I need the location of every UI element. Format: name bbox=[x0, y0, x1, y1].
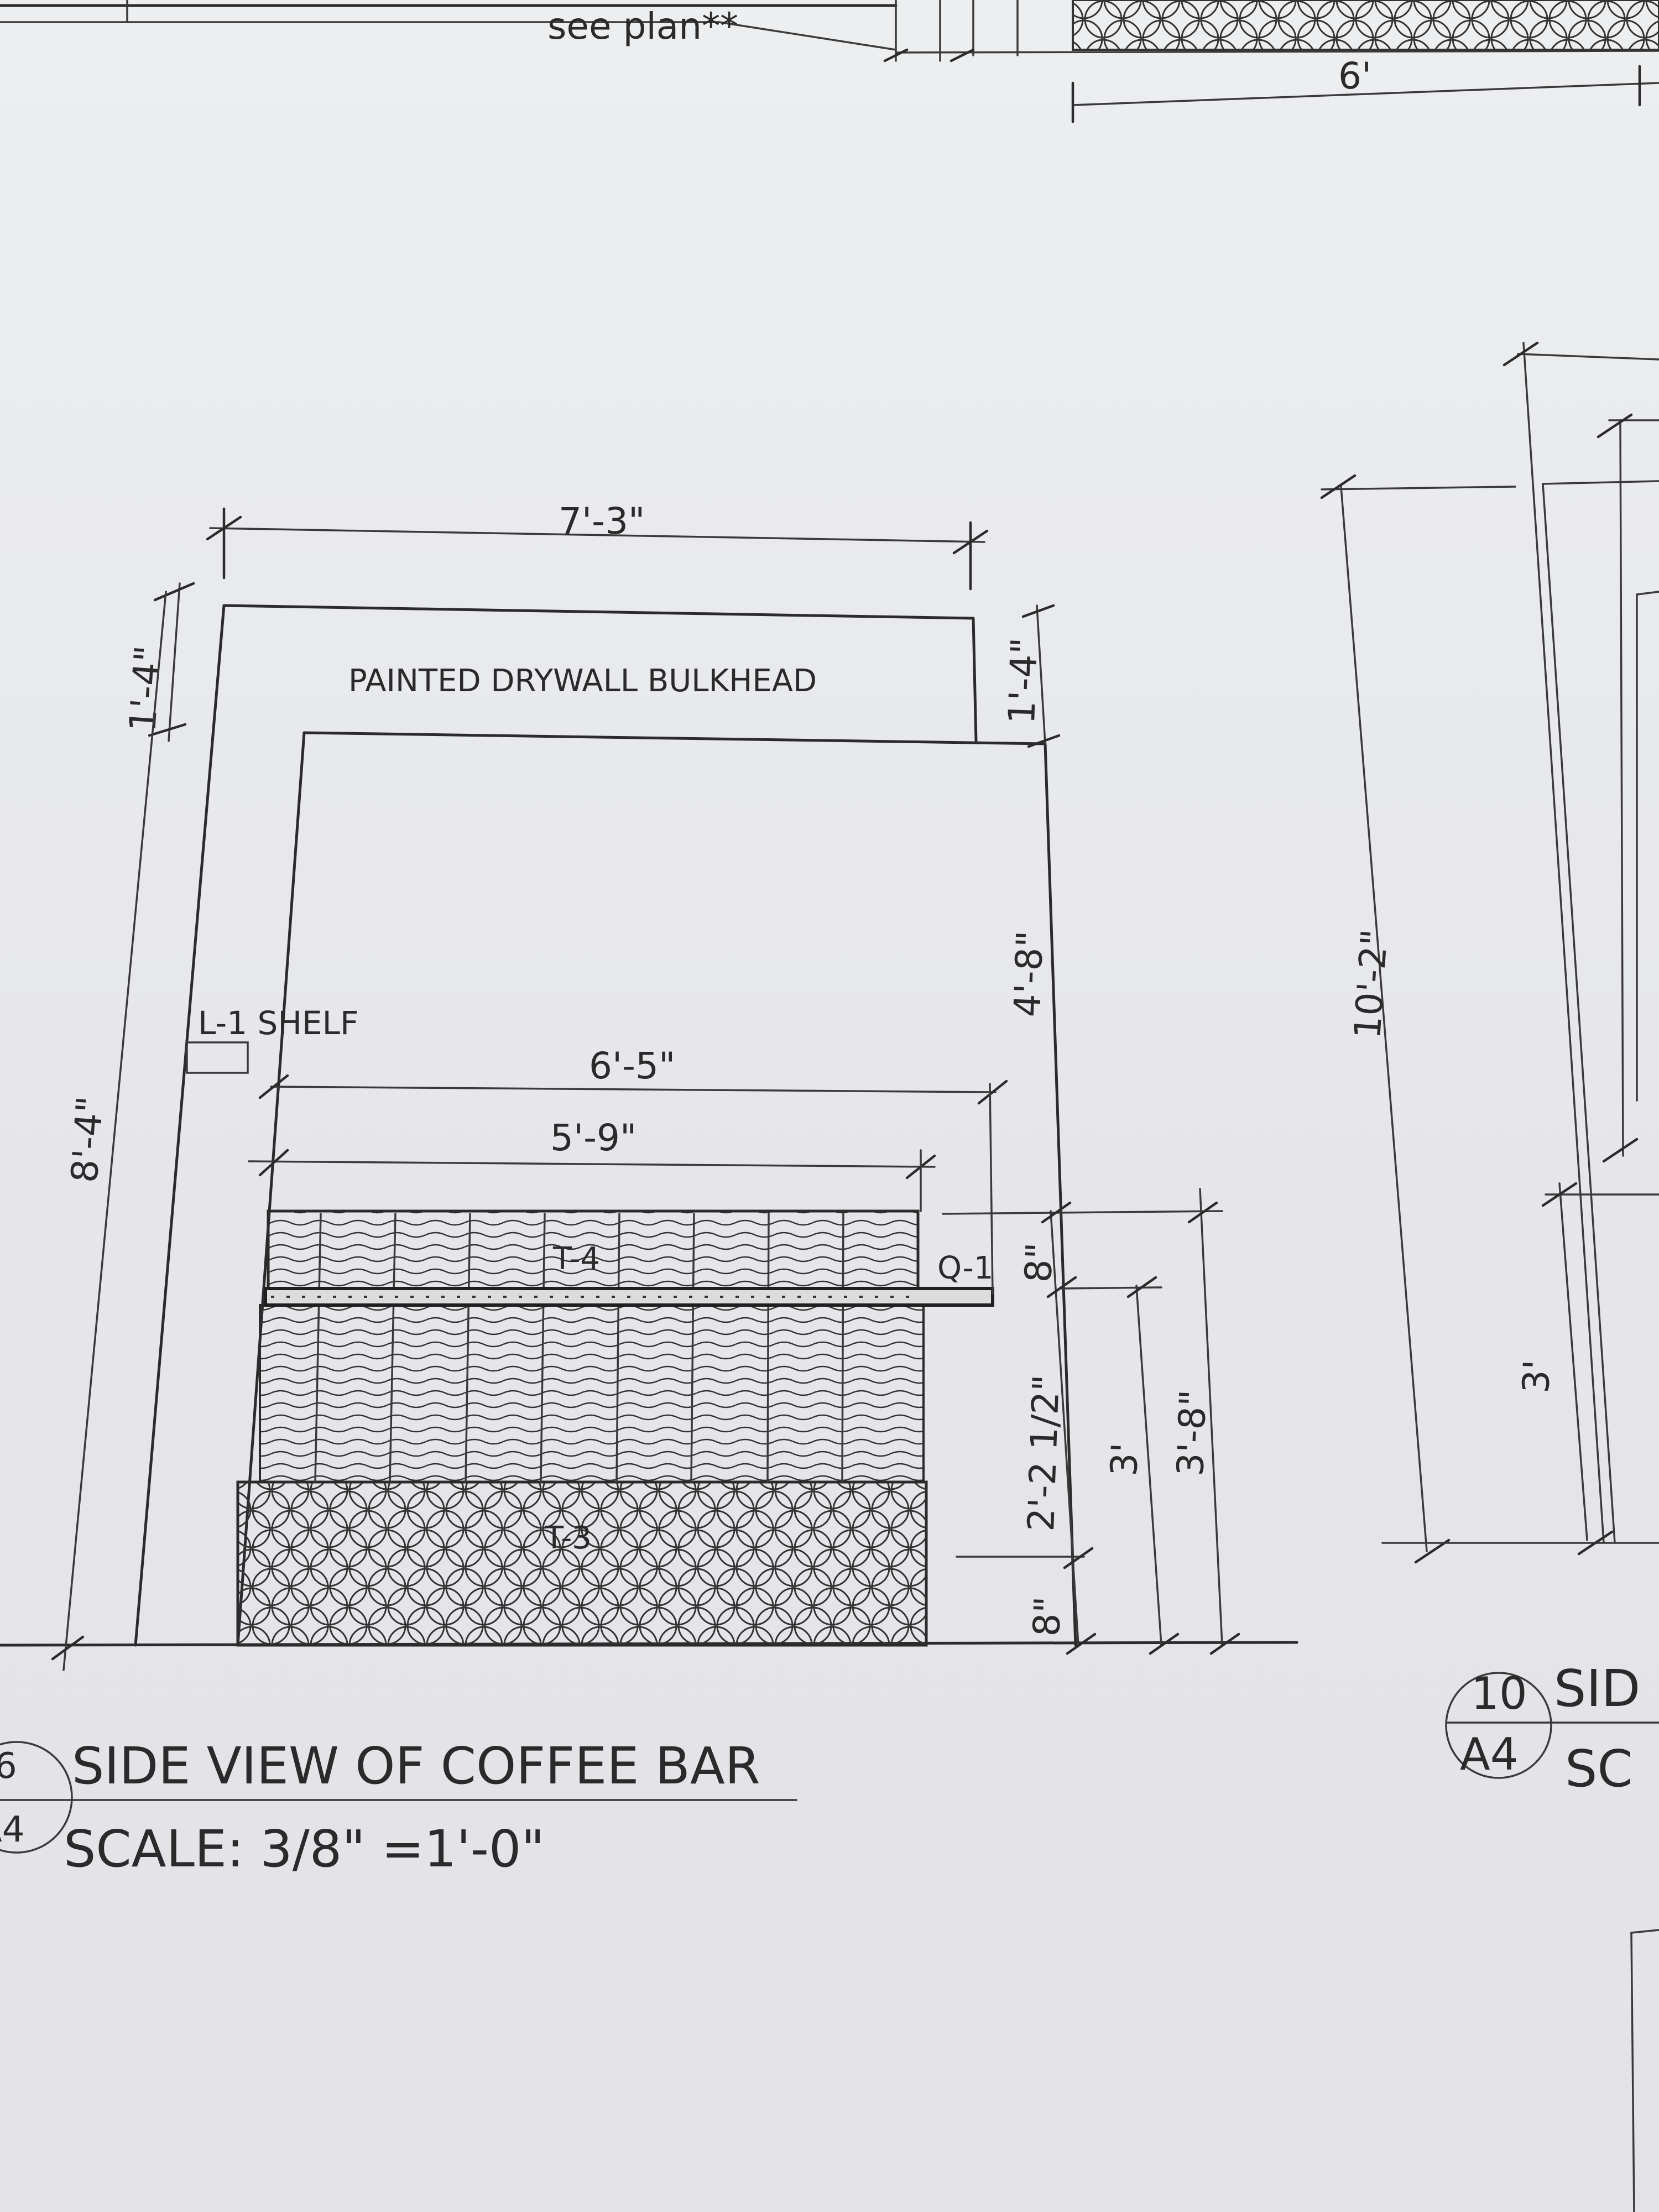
dim-upper-tile: 8" bbox=[1017, 1242, 1061, 1284]
dim-bulkhead-width: 7'-3" bbox=[559, 500, 645, 542]
right-reference-circle bbox=[1445, 1672, 1552, 1779]
right-ref-number: 10 bbox=[1471, 1668, 1527, 1719]
dim-counter-height: 3' bbox=[1103, 1442, 1146, 1477]
q1-label: Q-1 bbox=[937, 1250, 993, 1286]
t4-tile-lower bbox=[259, 1304, 925, 1483]
top-note: see plan** bbox=[547, 5, 738, 48]
dim-overall-height: 8'-4" bbox=[63, 1095, 112, 1184]
bulkhead-label: PAINTED DRYWALL BULKHEAD bbox=[348, 663, 817, 699]
dim-bulkhead-height-left: 1'-4" bbox=[121, 644, 170, 733]
coffee-bar-elevation: PAINTED DRYWALL BULKHEAD L-1 SHELF T-4 Q… bbox=[0, 604, 1298, 1647]
t4-label: T-4 bbox=[552, 1241, 600, 1277]
top-6ft-dim: 6' bbox=[1338, 55, 1371, 97]
t3-tile-base bbox=[236, 1480, 928, 1647]
right-ref-sheet: A4 bbox=[1460, 1729, 1519, 1780]
dim-bulkhead-height-right: 1'-4" bbox=[1000, 637, 1046, 725]
drawing-title: SIDE VIEW OF COFFEE BAR bbox=[72, 1736, 760, 1796]
dim-opening: 4'-8" bbox=[1006, 930, 1051, 1018]
dim-base-width: 5'-9" bbox=[550, 1117, 637, 1159]
drawing-reference-circle bbox=[0, 1741, 73, 1854]
t3-label: T-3 bbox=[544, 1520, 592, 1556]
right-title-fragment: SID bbox=[1554, 1659, 1640, 1718]
right-dim-height: 10'-2" bbox=[1346, 928, 1396, 1040]
ref-sheet: A4 bbox=[0, 1809, 25, 1850]
right-partial-elevation: 10'-2" 3' 10 A4 SID SC bbox=[1320, 341, 1659, 2212]
shelf-label: L-1 SHELF bbox=[198, 1004, 358, 1042]
title-block: 6 A4 SIDE VIEW OF COFFEE BAR SCALE: 3/8"… bbox=[0, 1736, 797, 1879]
dim-total-height: 3'-8" bbox=[1169, 1389, 1214, 1477]
dim-base-tile: 8" bbox=[1025, 1596, 1069, 1637]
drawing-scale: SCALE: 3/8" =1'-0" bbox=[64, 1819, 545, 1879]
right-scale-fragment: SC bbox=[1565, 1739, 1633, 1798]
dim-mid-tile: 2'-2 1/2" bbox=[1020, 1374, 1068, 1532]
l1-shelf bbox=[186, 1041, 249, 1074]
dim-counter-width: 6'-5" bbox=[589, 1045, 675, 1087]
dimensions: 7'-3" 1'-4" 1'-4" 8'-4" 4'-8" 6'-5" 5'-9… bbox=[51, 500, 1240, 1671]
top-strip: see plan** 6' bbox=[0, 0, 1659, 123]
ref-number: 6 bbox=[0, 1746, 17, 1787]
t4-tile-upper bbox=[267, 1209, 920, 1290]
right-dim-counter: 3' bbox=[1515, 1359, 1558, 1394]
